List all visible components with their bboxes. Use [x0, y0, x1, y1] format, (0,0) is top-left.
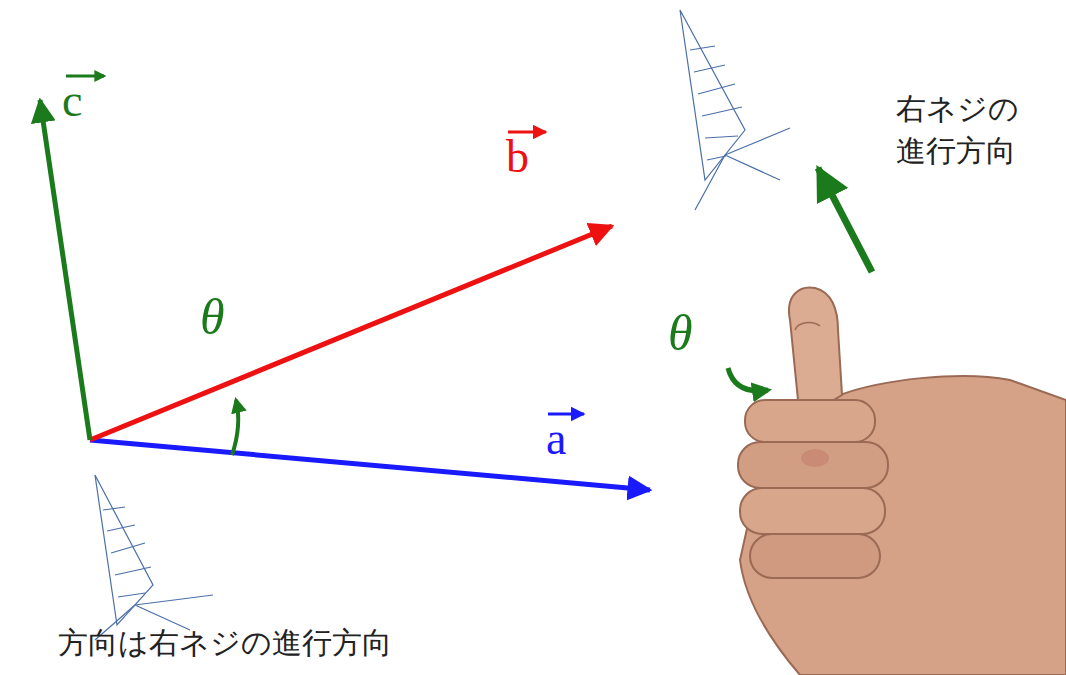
- angle-arrow: [232, 400, 238, 455]
- screw-sketch: [95, 475, 213, 640]
- direction-arrow: [818, 168, 872, 272]
- note-text: 進行方向: [896, 134, 1016, 167]
- angle-label: θ: [200, 290, 225, 345]
- note-text: 方向は右ネジの進行方向: [58, 626, 392, 659]
- hand-illustration: [738, 287, 1066, 675]
- angle-label: θ: [668, 306, 693, 361]
- vector-label: b: [506, 132, 529, 183]
- vector-label: a: [546, 414, 566, 465]
- vector-label: c: [62, 76, 82, 127]
- note-text: 右ネジの: [896, 92, 1019, 125]
- vector-b: [90, 226, 612, 440]
- rotation-arrow: [728, 368, 768, 391]
- vector-c: [40, 100, 90, 440]
- screw-sketch: [680, 10, 790, 210]
